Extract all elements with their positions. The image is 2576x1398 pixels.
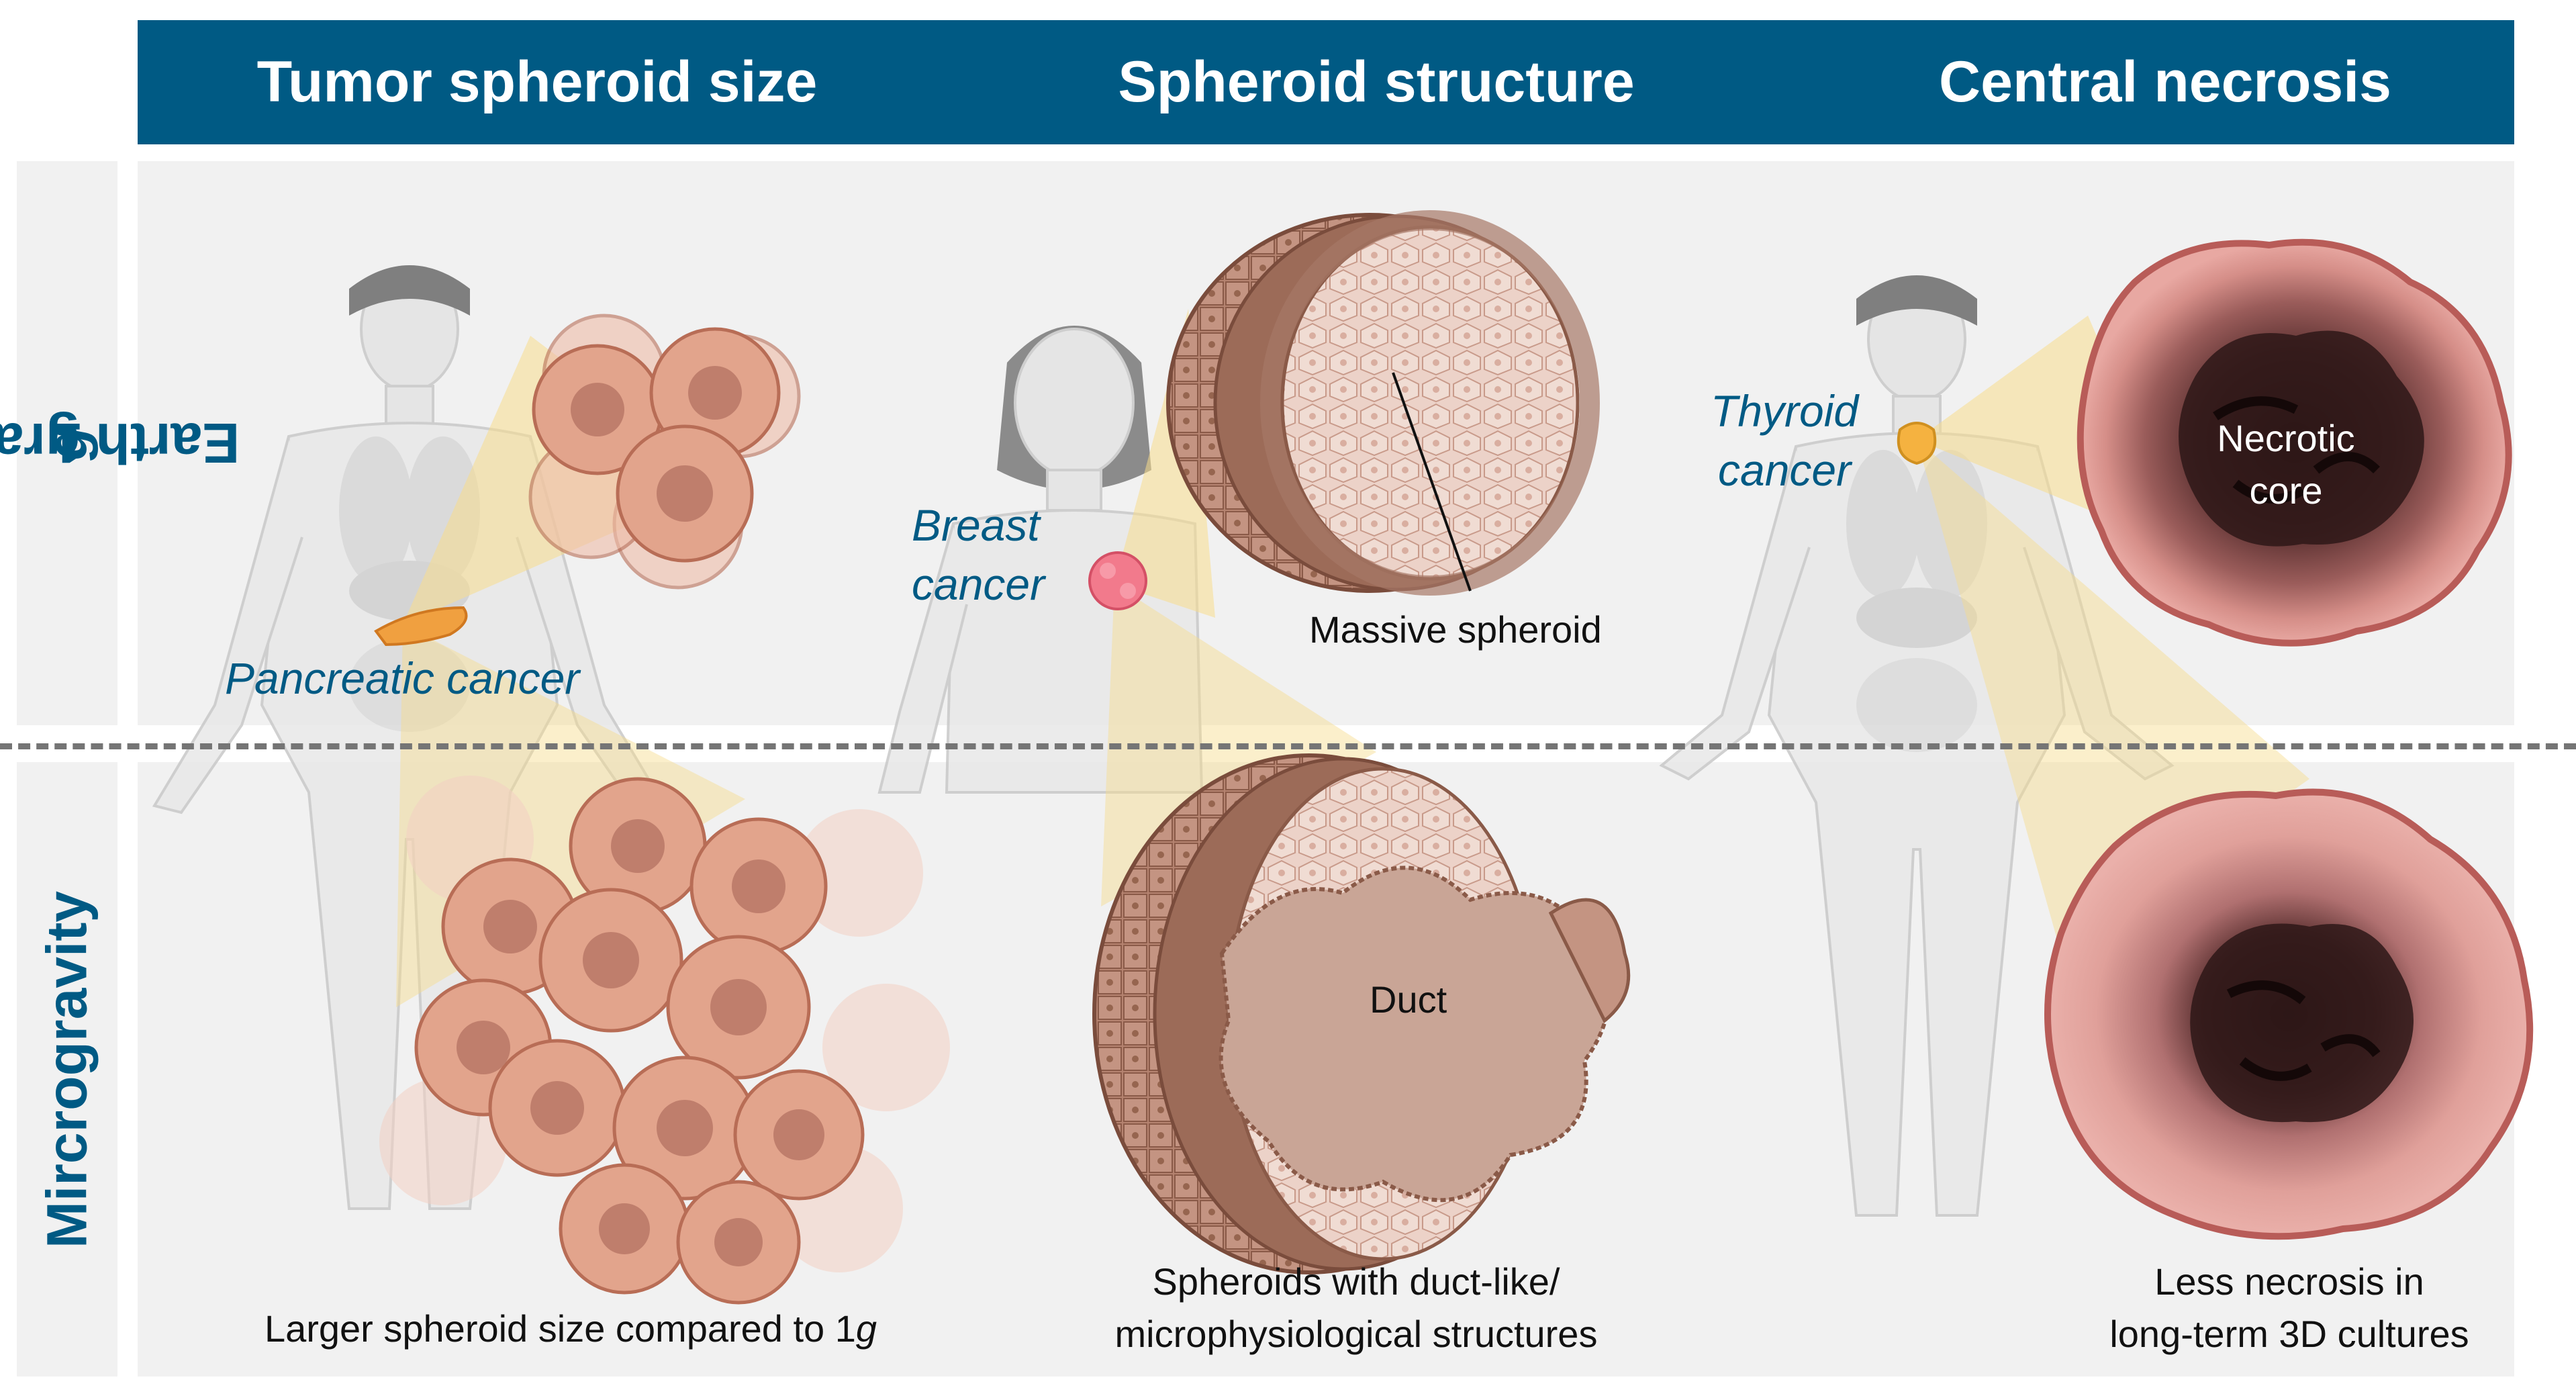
male-body-figure-2 bbox=[1659, 275, 2175, 1217]
breast-tumor-icon bbox=[1088, 551, 1147, 610]
tumor-cluster-large bbox=[379, 776, 950, 1305]
header-spheroid-structure: Spheroid structure bbox=[1118, 50, 1635, 114]
row-label-microgravity: Mircrogravity bbox=[17, 762, 117, 1377]
caption-spheroid-structure: Spheroids with duct-like/microphysiologi… bbox=[1114, 1260, 1598, 1355]
thyroid-organ bbox=[1897, 422, 1937, 465]
header-tumor-size: Tumor spheroid size bbox=[256, 50, 818, 114]
label-pancreatic-cancer: Pancreatic cancer bbox=[225, 653, 580, 703]
row-label-earth-gravity: 1g Earth gravity bbox=[0, 161, 240, 725]
necrotic-spheroid-bottom bbox=[2044, 788, 2534, 1240]
massive-pointer-line bbox=[1392, 372, 1472, 592]
duct-spheroid bbox=[1092, 753, 1631, 1274]
female-body-figure bbox=[877, 326, 1204, 794]
tumor-cluster-small bbox=[528, 314, 801, 590]
gravity-divider bbox=[0, 743, 2576, 749]
pancreas-organ bbox=[374, 606, 468, 647]
massive-spheroid bbox=[1166, 210, 1600, 596]
necrotic-spheroid-top bbox=[2077, 238, 2512, 647]
header-central-necrosis: Central necrosis bbox=[1939, 50, 2391, 114]
label-duct: Duct bbox=[1370, 978, 1447, 1021]
caption-spheroid-size: Larger spheroid size compared to 1g bbox=[264, 1307, 877, 1350]
label-massive-spheroid: Massive spheroid bbox=[1309, 608, 1602, 651]
header-bar bbox=[138, 20, 2514, 144]
